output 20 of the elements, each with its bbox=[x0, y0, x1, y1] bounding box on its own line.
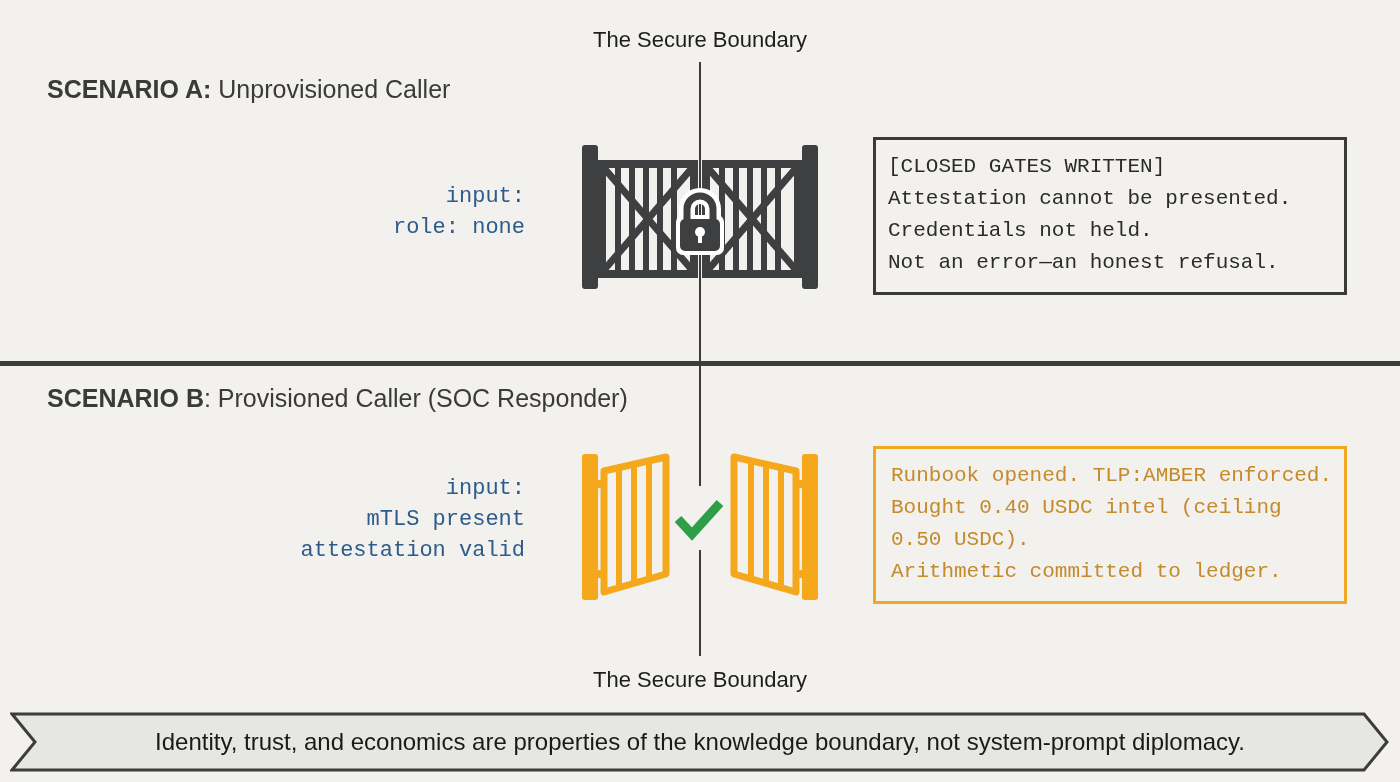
chevron-banner bbox=[10, 712, 1390, 772]
scenario-heading: SCENARIO A: Unprovisioned Caller bbox=[47, 74, 451, 104]
boundary-label: The Secure Boundary bbox=[593, 27, 807, 53]
scenario-heading: SCENARIO B: Provisioned Caller (SOC Responder) bbox=[47, 383, 628, 413]
input-label: input: bbox=[445, 183, 525, 211]
boundary-label: The Secure Boundary bbox=[593, 667, 807, 693]
message-text: Attestation cannot be presented. bbox=[888, 186, 1292, 212]
input-value: attestation valid bbox=[300, 537, 525, 565]
message-text: Credentials not held. bbox=[888, 218, 1153, 244]
input-value: mTLS present bbox=[366, 506, 525, 534]
message-text: Not an error—an honest refusal. bbox=[888, 250, 1279, 276]
message-panel bbox=[873, 446, 1347, 604]
message-panel bbox=[873, 137, 1347, 295]
banner-text: Identity, trust, and economics are properties of the knowledge boundary, not system-prompt diplomacy. bbox=[155, 727, 1245, 757]
message-text: Arithmetic committed to ledger. bbox=[891, 559, 1282, 585]
message-text: Runbook opened. TLP:AMBER enforced. bbox=[891, 463, 1333, 489]
input-value: role: none bbox=[392, 214, 525, 242]
input-label: input: bbox=[445, 475, 525, 503]
message-heading: [CLOSED GATES WRITTEN] bbox=[888, 154, 1166, 180]
message-text: Bought 0.40 USDC intel (ceiling 0.50 USDC). bbox=[891, 495, 1283, 553]
